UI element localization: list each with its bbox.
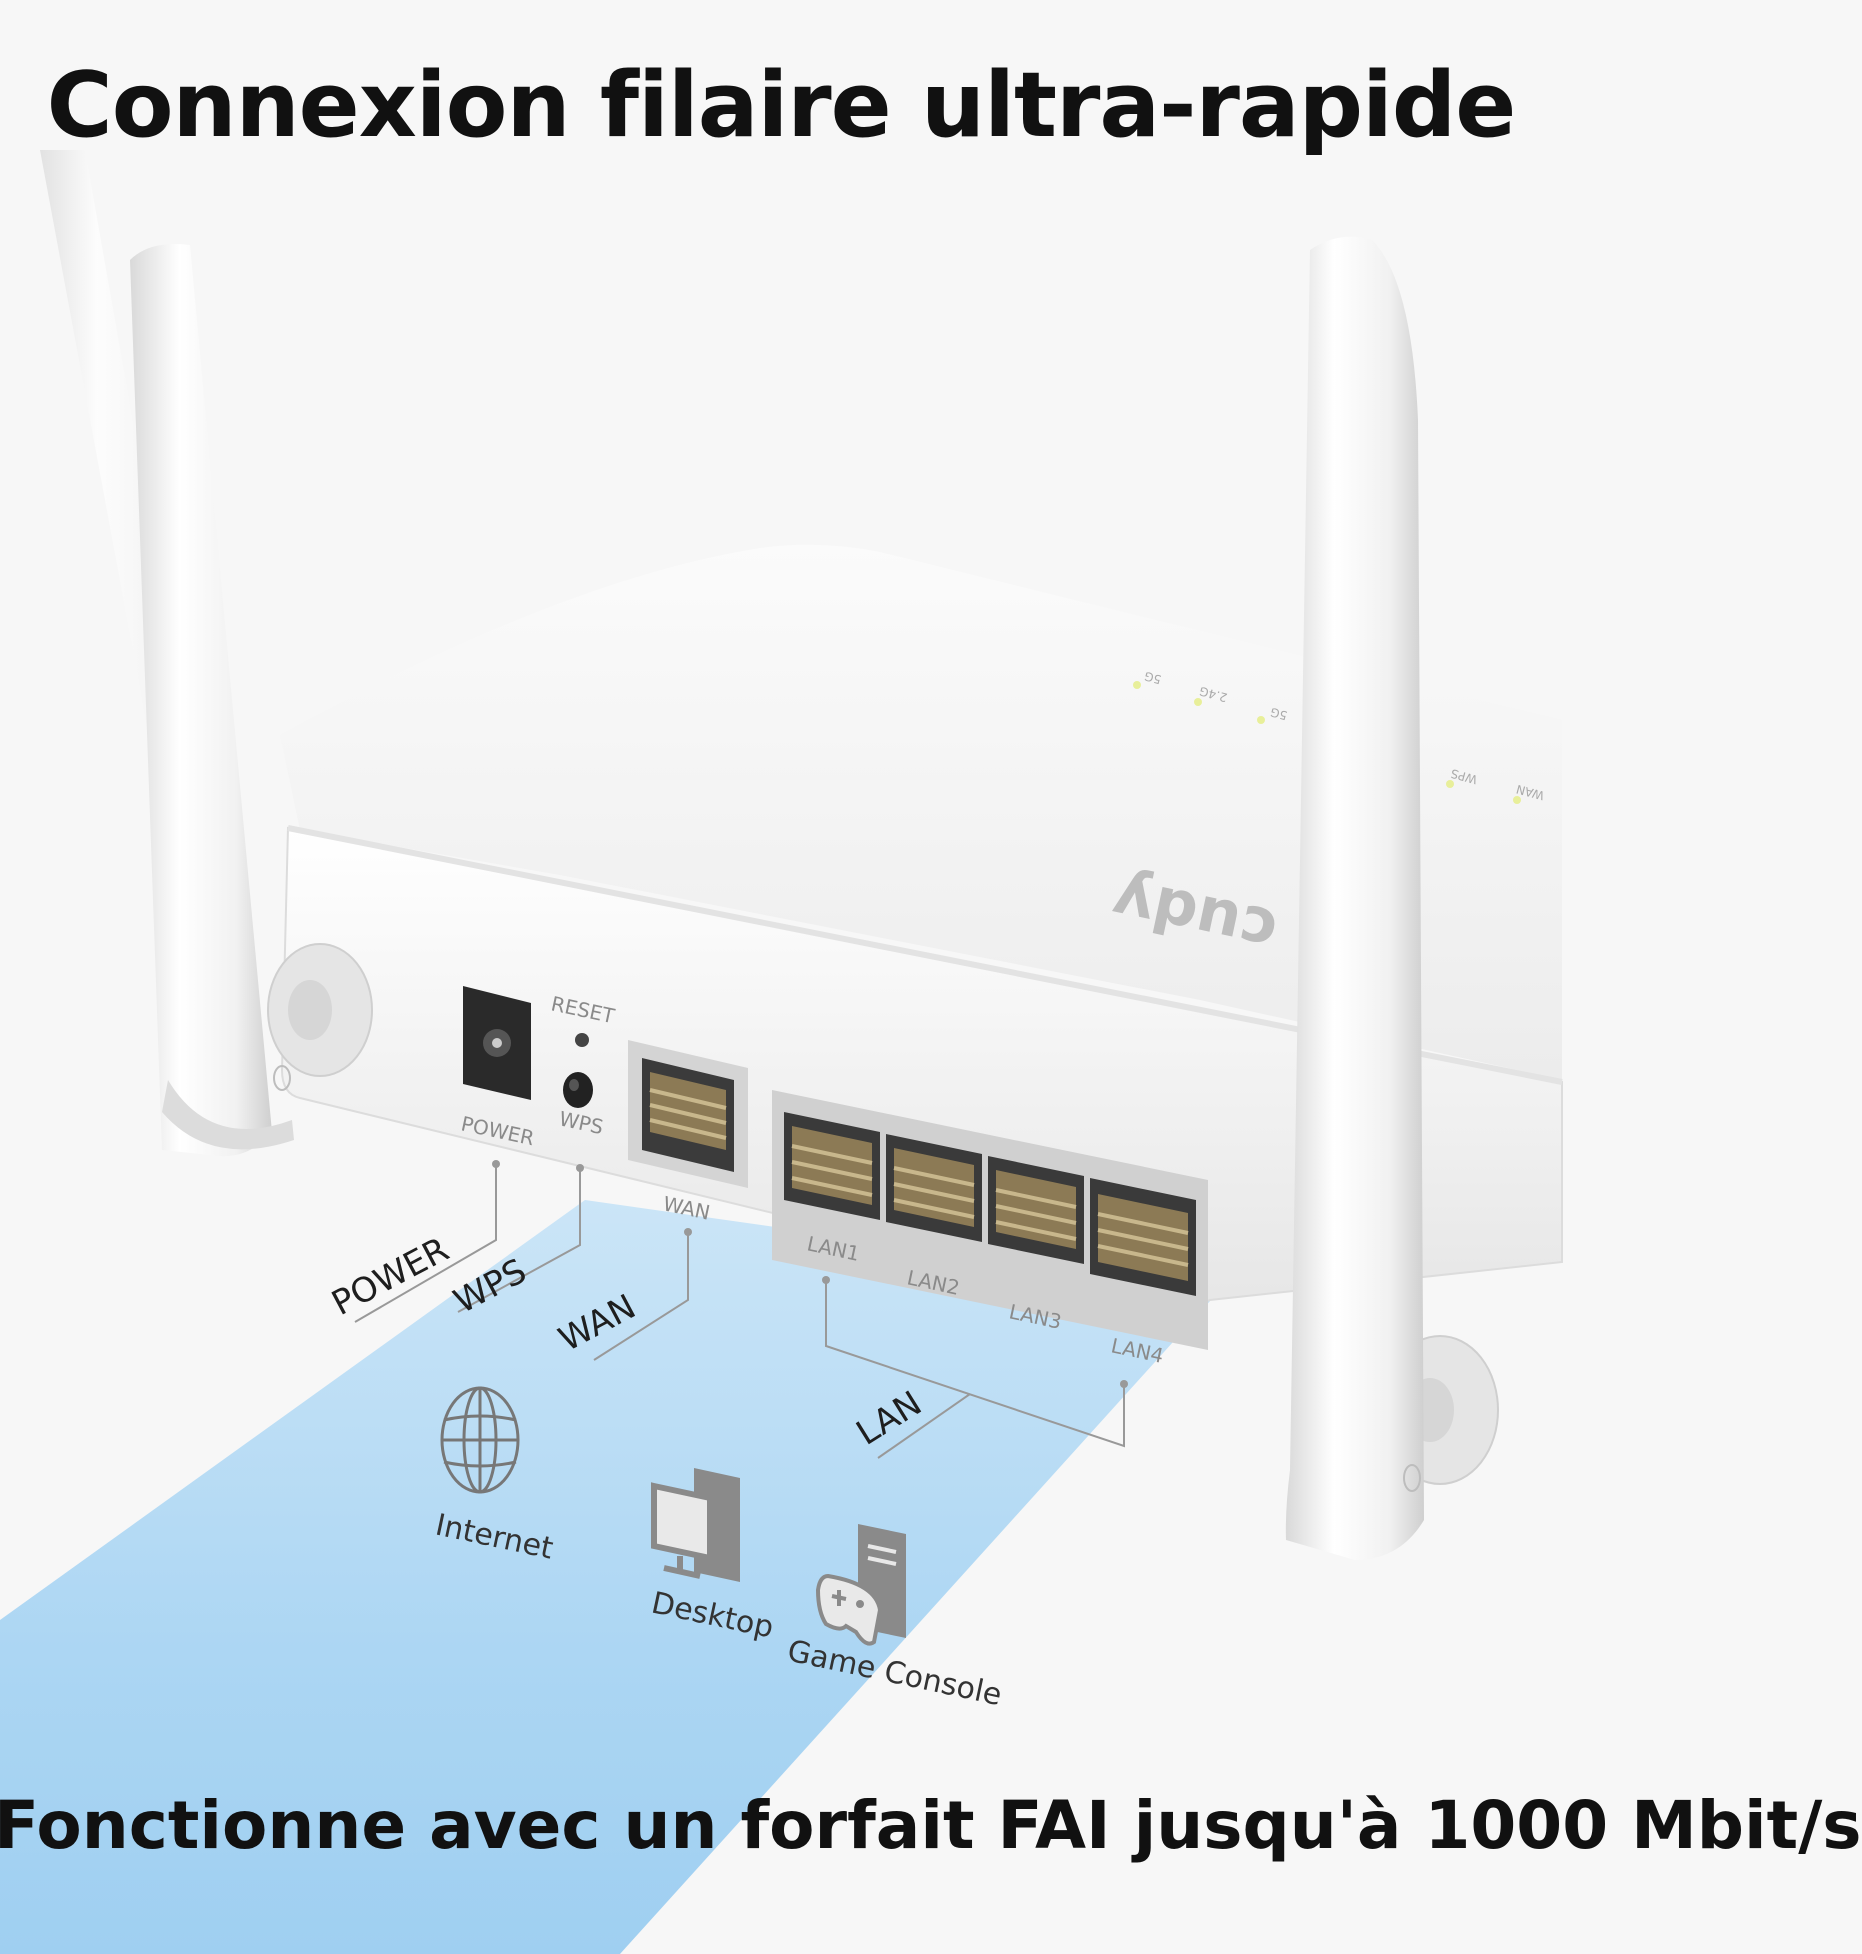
game-console-icon [815,1524,906,1646]
globe-icon [440,1386,520,1494]
reset-pinhole [575,1033,589,1047]
blue-beam [0,1200,1220,1954]
router-scene: cudy 5G 2.4G 5G WPS WAN RESET POWER WPS … [0,150,1563,1954]
svg-text:WPS: WPS [1449,766,1478,786]
lan-port [988,1156,1084,1264]
antenna-left [130,244,294,1157]
antenna-left-base [267,943,373,1077]
lan-port [784,1112,880,1220]
router-top [280,544,1562,1080]
desktop-icon [651,1468,740,1582]
svg-text:5G: 5G [1269,705,1289,723]
wan-port [628,1040,748,1188]
lan-port [886,1134,982,1242]
svg-text:5G: 5G [1143,669,1163,687]
lan-block [772,1090,1208,1350]
power-port [463,986,531,1100]
callout-lines [354,1160,1128,1459]
lan-port [1090,1178,1196,1296]
wps-button [563,1072,593,1108]
antenna-right [1285,236,1424,1561]
headline: Connexion filaire ultra-rapide [46,53,1517,158]
footer-text: Fonctionne avec un forfait FAI jusqu'à 1… [0,1787,1862,1864]
